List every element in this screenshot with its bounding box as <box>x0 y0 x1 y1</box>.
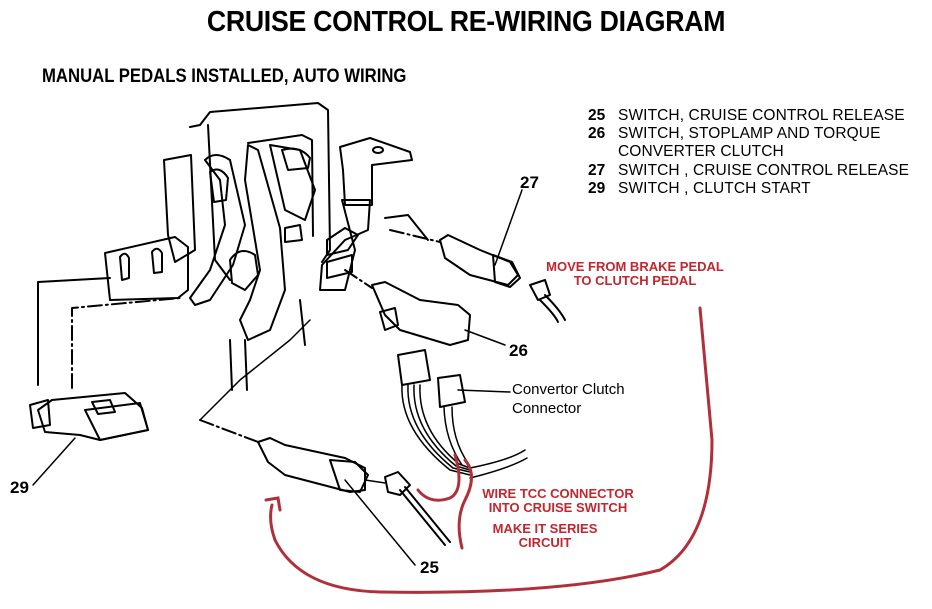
legend-item: 25 SWITCH, CRUISE CONTROL RELEASE <box>588 107 909 125</box>
leader-26 <box>464 329 506 346</box>
leader-convertor <box>457 389 511 393</box>
parts-legend: 25 SWITCH, CRUISE CONTROL RELEASE 26 SWI… <box>588 107 909 198</box>
leader-25 <box>344 479 416 566</box>
legend-item: 26 SWITCH, STOPLAMP AND TORQUE <box>588 125 909 143</box>
diagram-subtitle: MANUAL PEDALS INSTALLED, AUTO WIRING <box>42 66 407 87</box>
cruise-release-switch-25 <box>257 437 451 546</box>
red-arrow-head <box>264 496 282 512</box>
legend-item: 27 SWITCH , CRUISE CONTROL RELEASE <box>588 162 909 180</box>
red-tcc-wire-2 <box>457 458 473 550</box>
leader-27 <box>494 189 523 266</box>
annotation-line: INTO CRUISE SWITCH <box>488 500 628 515</box>
red-tcc-wire-1 <box>416 453 461 502</box>
legend-item: 29 SWITCH , CLUTCH START <box>588 180 909 198</box>
left-mounting-bracket <box>104 236 189 301</box>
red-move-arrow-path <box>269 306 714 594</box>
legend-number: 25 <box>588 107 606 124</box>
legend-text: SWITCH, CRUISE CONTROL RELEASE <box>618 107 905 124</box>
legend-text: CONVERTER CLUTCH <box>618 143 784 161</box>
legend-text: SWITCH , CLUTCH START <box>618 179 811 197</box>
stoplamp-tcc-switch-26 <box>371 281 471 408</box>
legend-number: 27 <box>588 161 606 179</box>
convertor-clutch-label-line2: Connector <box>512 400 582 417</box>
annotation-line: CIRCUIT <box>518 535 572 550</box>
series-circuit-annotation: MAKE IT SERIES CIRCUIT <box>480 522 610 550</box>
wire-tcc-annotation: WIRE TCC CONNECTOR INTO CRUISE SWITCH <box>468 487 648 515</box>
annotation-line: MAKE IT SERIES <box>492 521 598 536</box>
diagram-title: CRUISE CONTROL RE-WIRING DIAGRAM <box>206 6 726 38</box>
move-switch-annotation: MOVE FROM BRAKE PEDAL TO CLUTCH PEDAL <box>530 260 740 288</box>
legend-number: 26 <box>588 125 606 143</box>
legend-number: 29 <box>588 179 606 197</box>
pedal-arms <box>189 144 316 391</box>
annotation-line: MOVE FROM BRAKE PEDAL <box>546 259 724 274</box>
annotation-line: WIRE TCC CONNECTOR <box>482 486 634 501</box>
convertor-clutch-label-line1: Convertor Clutch <box>512 381 625 398</box>
clutch-start-switch-29 <box>29 392 149 441</box>
legend-text: SWITCH, STOPLAMP AND TORQUE <box>618 125 881 143</box>
callout-27: 27 <box>520 173 539 192</box>
leader-29 <box>32 437 76 486</box>
legend-text: SWITCH , CRUISE CONTROL RELEASE <box>618 161 910 179</box>
pedal-bracket <box>163 102 413 291</box>
callout-29: 29 <box>10 478 29 497</box>
annotation-line: TO CLUTCH PEDAL <box>573 273 697 288</box>
callout-26: 26 <box>509 341 528 360</box>
legend-item: CONVERTER CLUTCH <box>588 143 909 161</box>
cruise-release-switch-27 <box>439 234 566 323</box>
callout-25: 25 <box>420 558 439 577</box>
